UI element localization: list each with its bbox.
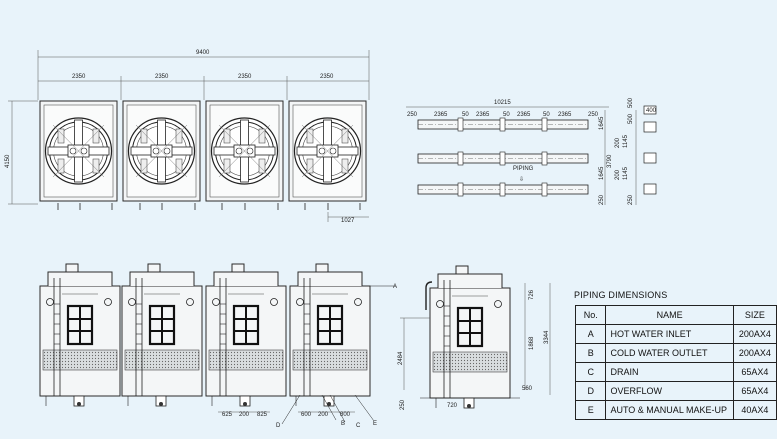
row-size: 200AX4 <box>732 343 777 363</box>
row-name: OVERFLOW <box>605 381 734 401</box>
row-name: AUTO & MANUAL MAKE-UP <box>605 400 734 420</box>
seg-dim-7: 50 <box>543 112 550 118</box>
side-tower <box>428 264 512 410</box>
table-row: D OVERFLOW 65AX4 <box>574 381 777 401</box>
row-name: DRAIN <box>605 362 734 382</box>
offset-dim: 1027 <box>341 218 355 224</box>
row-name: HOT WATER INLET <box>605 324 734 344</box>
unit-width-dim-3: 2350 <box>238 74 252 80</box>
side-dim-1868: 1868 <box>529 336 535 350</box>
vdim-4: 1145 <box>623 134 629 148</box>
row-no: E <box>574 400 607 420</box>
col-header-size: SIZE <box>732 305 777 325</box>
vdim-2: 3790 <box>607 154 613 168</box>
table-row: C DRAIN 65AX4 <box>574 362 777 382</box>
vdim-10: 250 <box>628 194 634 205</box>
row-no: D <box>574 381 607 401</box>
callout-e: E <box>373 421 377 427</box>
table-row: A HOT WATER INLET 200AX4 <box>574 324 777 344</box>
row-size: 200AX4 <box>732 324 777 344</box>
callout-c: C <box>356 423 361 429</box>
vdim-9: 500 <box>628 113 634 124</box>
front-dim-2: 200 <box>239 412 250 418</box>
vdim-5: 1645 <box>599 166 605 180</box>
unit-width-dim-1: 2350 <box>72 74 86 80</box>
vdim-1: 1645 <box>599 116 605 130</box>
tower-4 <box>288 262 372 408</box>
seg-dim-5: 50 <box>503 112 510 118</box>
vdim-7: 200 <box>615 169 621 180</box>
piping-table-title: PIPING DIMENSIONS <box>574 290 668 300</box>
front-dim-6: 800 <box>340 412 351 418</box>
plan-length-dim: 10215 <box>494 100 511 106</box>
vdim-8: 250 <box>599 194 605 205</box>
table-header-row: No. NAME SIZE <box>574 305 777 325</box>
fan-unit-3 <box>205 100 284 202</box>
row-name: COLD WATER OUTLET <box>605 343 734 363</box>
seg-dim-9: 250 <box>588 112 599 118</box>
row-no: B <box>574 343 607 363</box>
fan-unit-4 <box>288 100 367 202</box>
front-dim-4: 600 <box>301 412 312 418</box>
tower-1 <box>38 262 122 408</box>
row-size: 40AX4 <box>732 400 777 420</box>
unit-width-dim-2: 2350 <box>155 74 169 80</box>
right-dim-500: 500 <box>628 97 634 108</box>
row-size: 65AX4 <box>732 381 777 401</box>
plan-view: 10215 250 2365 50 2365 50 2365 50 2365 2… <box>406 97 657 205</box>
tower-3 <box>204 262 288 408</box>
table-row: B COLD WATER OUTLET 200AX4 <box>574 343 777 363</box>
side-dim-726: 726 <box>529 289 535 300</box>
seg-dim-1: 250 <box>407 112 418 118</box>
side-view: 2484 726 1868 3344 560 250 720 <box>398 264 551 410</box>
fan-unit-1 <box>39 100 118 202</box>
side-dim-720: 720 <box>447 403 458 409</box>
piping-label: PIPING <box>513 166 534 172</box>
top-view: 9400 2350 2350 2350 2350 4150 1027 <box>5 50 370 224</box>
piping-arrow-icon: ⇩ <box>519 176 524 183</box>
table-row: E AUTO & MANUAL MAKE-UP 40AX4 <box>574 400 777 420</box>
col-header-name: NAME <box>605 305 734 325</box>
height-dim: 4150 <box>5 154 11 168</box>
side-dim-3344: 3344 <box>544 330 550 344</box>
side-dim-560: 560 <box>522 386 533 392</box>
callout-a: A <box>393 284 397 290</box>
col-header-no: No. <box>574 305 607 325</box>
front-view: A 625 200 825 600 200 800 D B C E <box>38 262 397 429</box>
front-dim-5: 200 <box>318 412 329 418</box>
callout-b: B <box>341 421 345 427</box>
front-dim-3: 825 <box>257 412 268 418</box>
seg-dim-8: 2365 <box>558 112 572 118</box>
piping-dimensions-table: No. NAME SIZE A HOT WATER INLET 200AX4 B… <box>574 305 777 420</box>
callout-d: D <box>276 423 281 429</box>
front-dim-1: 625 <box>222 412 233 418</box>
side-dim-250: 250 <box>400 399 406 410</box>
tower-2 <box>120 262 204 408</box>
seg-dim-4: 2365 <box>476 112 490 118</box>
right-dim-400: 400 <box>646 108 657 114</box>
row-no: C <box>574 362 607 382</box>
unit-width-dim-4: 2350 <box>320 74 334 80</box>
side-dim-2484: 2484 <box>398 351 404 365</box>
vdim-6: 1145 <box>623 166 629 180</box>
seg-dim-6: 2365 <box>517 112 531 118</box>
overall-width-dim: 9400 <box>196 50 210 56</box>
row-no: A <box>574 324 607 344</box>
vdim-3: 200 <box>615 137 621 148</box>
fan-unit-2 <box>122 100 201 202</box>
row-size: 65AX4 <box>732 362 777 382</box>
seg-dim-3: 50 <box>462 112 469 118</box>
seg-dim-2: 2365 <box>434 112 448 118</box>
